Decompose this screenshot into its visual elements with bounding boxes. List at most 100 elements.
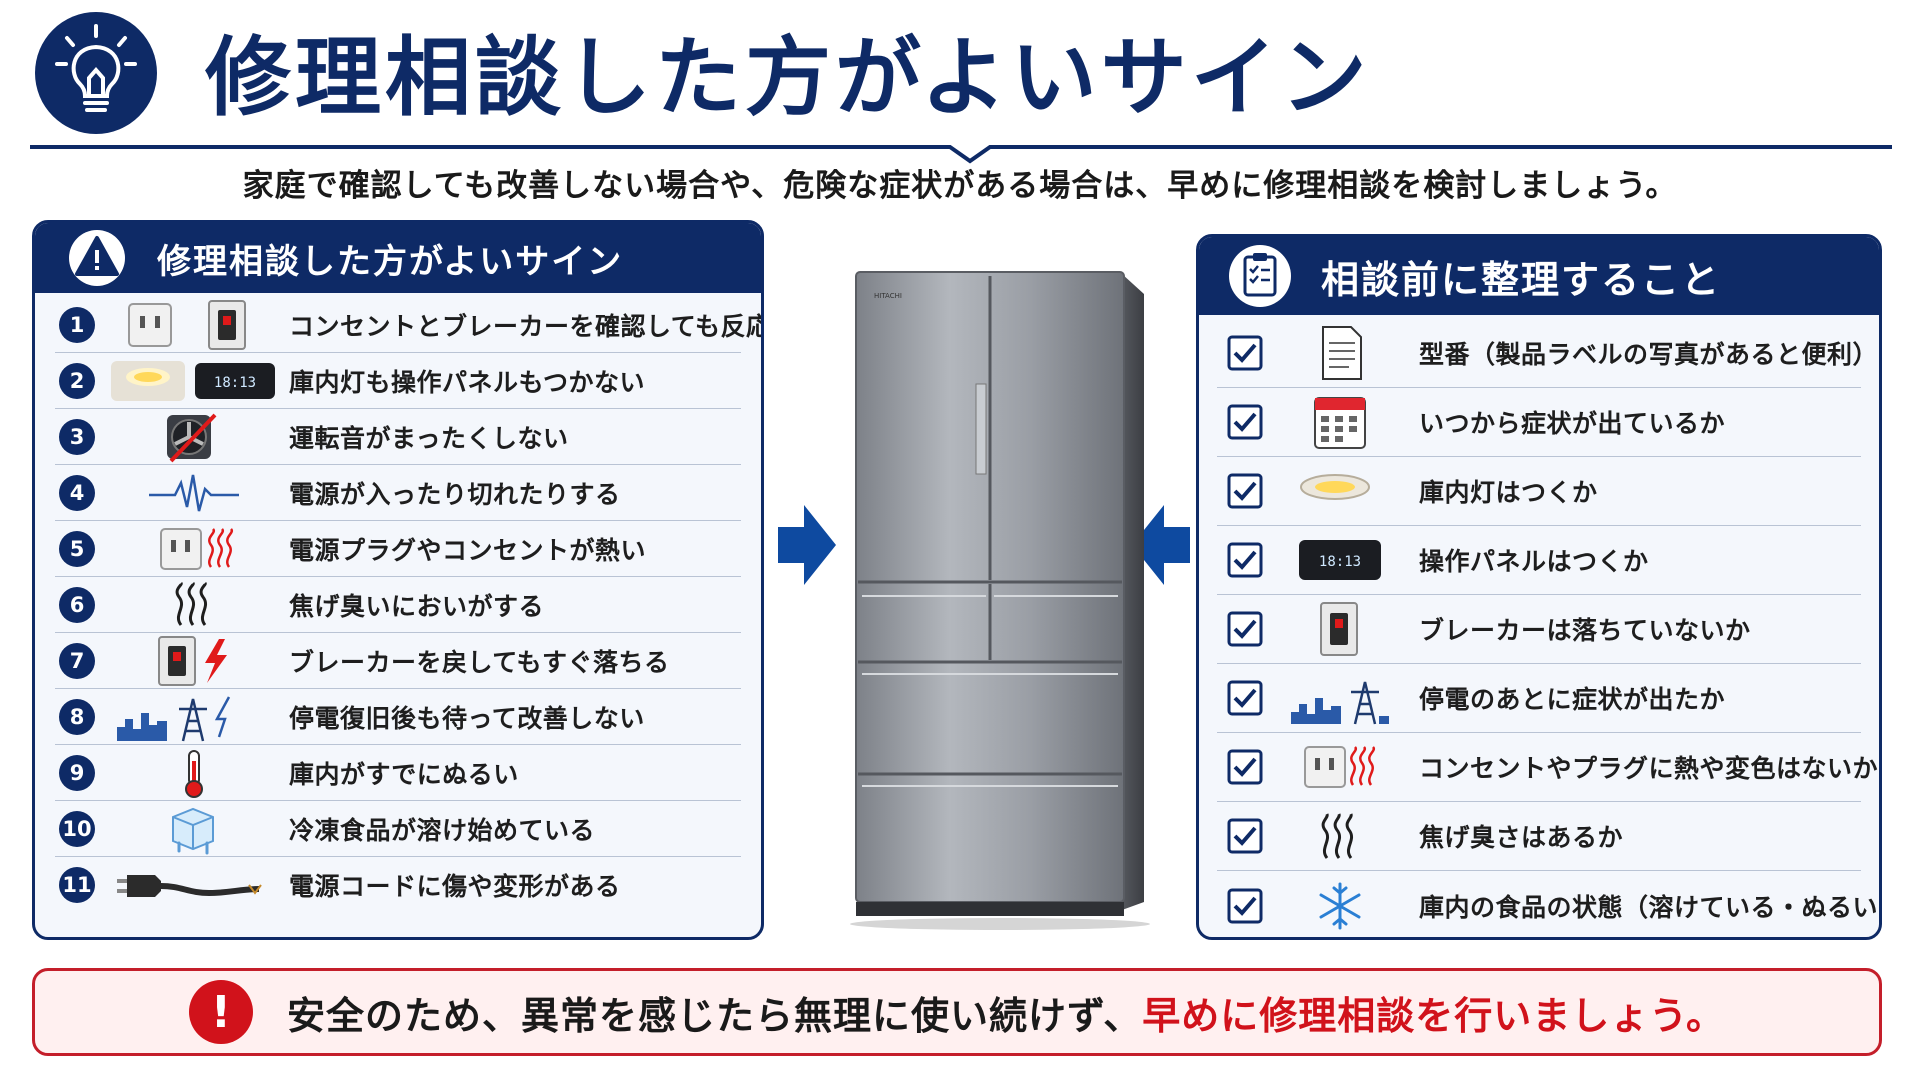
pulse-wave-icon [109, 467, 279, 519]
list-item: 5 電源プラグやコンセントが熱い [55, 521, 741, 577]
sign-text: コンセントとブレーカーを確認しても反応しない [289, 311, 764, 341]
checklist-panel: 相談前に整理すること 型番（製品ラベルの写真があると便利） [1196, 234, 1882, 940]
checklist-text: いつから症状が出ているか [1419, 409, 1726, 438]
check-icon [1227, 473, 1263, 509]
fridge-brand: HITACHI [874, 292, 902, 300]
check-icon [1227, 542, 1263, 578]
outlet-breaker-icon [109, 299, 279, 351]
list-item: 型番（製品ラベルの写真があると便利） [1217, 319, 1878, 388]
repair-signs-list: 1 コンセントとブレーカーを確認しても反応しない 2 [35, 293, 761, 913]
repair-signs-header: 修理相談した方がよいサイン [35, 223, 761, 293]
repair-signs-title: 修理相談した方がよいサイン [157, 241, 624, 282]
safety-message: 安全のため、異常を感じたら無理に使い続けず、早めに修理相談を行いましょう。 [287, 985, 1725, 1040]
sign-text: 焦げ臭いにおいがする [289, 591, 545, 621]
check-icon [1227, 335, 1263, 371]
check-icon [1227, 611, 1263, 647]
list-item: 7 ブレーカーを戻してもすぐ落ちる [55, 633, 741, 689]
control-panel-icon: 18:13 [1285, 530, 1395, 590]
snowflake-icon [1285, 876, 1395, 936]
damaged-plug-icon [109, 859, 279, 911]
check-icon [1227, 749, 1263, 785]
item-number: 10 [59, 810, 95, 847]
sign-text: 電源プラグやコンセントが熱い [289, 535, 647, 565]
light-panel-icon: 18:13 [109, 355, 279, 407]
item-number: 6 [59, 586, 95, 623]
sign-text: ブレーカーを戻してもすぐ落ちる [289, 647, 670, 677]
list-item: 庫内の食品の状態（溶けている・ぬるいなど） [1217, 871, 1879, 937]
checklist-text: 操作パネルはつくか [1419, 547, 1649, 576]
checklist-text: 庫内の食品の状態（溶けている・ぬるいなど） [1419, 892, 1879, 922]
ceiling-light-icon [1285, 461, 1395, 521]
city-tower-icon [1285, 668, 1395, 728]
fan-muted-icon [109, 411, 279, 463]
item-number: 1 [59, 306, 95, 343]
breaker-lightning-icon [109, 635, 279, 687]
sign-text: 庫内灯も操作パネルもつかない [289, 367, 646, 397]
item-number: 9 [59, 754, 95, 791]
checklist-title: 相談前に整理すること [1321, 257, 1722, 302]
breaker-icon [1285, 599, 1395, 659]
power-outage-icon [109, 691, 279, 743]
smell-icon [109, 579, 279, 631]
list-item: 11 電源コードに傷や変形がある [55, 857, 741, 913]
item-number: 5 [59, 530, 95, 567]
check-icon [1227, 818, 1263, 854]
warning-icon [69, 230, 125, 286]
header: 修理相談した方がよいサイン [30, 10, 1892, 164]
checklist-text: コンセントやプラグに熱や変色はないか [1419, 754, 1879, 783]
item-number: 3 [59, 418, 95, 455]
item-number: 4 [59, 474, 95, 511]
list-item: いつから症状が出ているか [1217, 388, 1861, 457]
list-item: 4 電源が入ったり切れたりする [55, 465, 741, 521]
check-icon [1227, 404, 1263, 440]
exclamation-icon: ! [188, 980, 253, 1044]
panel-readout: 18:13 [1319, 554, 1361, 570]
safety-banner: ! 安全のため、異常を感じたら無理に使い続けず、早めに修理相談を行いましょう。 [32, 968, 1882, 1056]
list-item: 9 庫内がすでにぬるい [55, 745, 741, 801]
sign-text: 電源が入ったり切れたりする [289, 479, 621, 509]
page-title: 修理相談した方がよいサイン [205, 28, 1371, 128]
arrow-left-icon [1132, 505, 1190, 585]
lightbulb-icon [35, 12, 157, 134]
item-number: 7 [59, 642, 95, 679]
panel-readout: 18:13 [214, 375, 256, 391]
hot-outlet-icon [109, 523, 279, 575]
checklist-text: 焦げ臭さはあるか [1419, 823, 1624, 852]
list-item: 1 コンセントとブレーカーを確認しても反応しない [55, 297, 761, 353]
sign-text: 電源コードに傷や変形がある [289, 872, 621, 901]
list-item: 18:13 操作パネルはつくか [1217, 526, 1861, 595]
sign-text: 運転音がまったくしない [289, 423, 569, 453]
document-icon [1285, 323, 1395, 383]
calendar-icon [1285, 392, 1395, 452]
safety-message-main: 安全のため、異常を感じたら無理に使い続けず、 [286, 993, 1143, 1038]
list-item: 停電のあとに症状が出たか [1217, 664, 1861, 733]
arrow-right-icon [778, 505, 836, 585]
thermometer-icon [109, 747, 279, 799]
checklist-text: ブレーカーは落ちていないか [1419, 616, 1751, 645]
list-item: 8 停電復旧後も待って改善しない [55, 689, 741, 745]
repair-signs-panel: 修理相談した方がよいサイン 1 コンセントとブレーカーを確認しても反応しない 2 [32, 220, 764, 940]
list-item: 3 運転音がまったくしない [55, 409, 741, 465]
check-icon [1227, 680, 1263, 716]
sign-text: 停電復旧後も待って改善しない [289, 703, 645, 733]
title-divider [30, 145, 1892, 164]
checklist-text: 型番（製品ラベルの写真があると便利） [1419, 340, 1879, 369]
sign-text: 庫内がすでにぬるい [289, 759, 519, 789]
melting-ice-icon [109, 803, 279, 855]
hot-outlet-icon [1285, 737, 1395, 797]
list-item: 10 冷凍食品が溶け始めている [55, 801, 741, 857]
item-number: 2 [59, 362, 95, 399]
checklist-text: 庫内灯はつくか [1419, 478, 1598, 507]
check-icon [1227, 888, 1263, 923]
clipboard-icon [1229, 245, 1291, 307]
smell-icon [1285, 806, 1395, 866]
list-item: コンセントやプラグに熱や変色はないか [1217, 733, 1878, 802]
item-number: 8 [59, 698, 95, 735]
list-item: 庫内灯はつくか [1217, 457, 1861, 526]
checklist: 型番（製品ラベルの写真があると便利） いつから症状が出ているか [1199, 315, 1879, 937]
list-item: ブレーカーは落ちていないか [1217, 595, 1861, 664]
refrigerator-image: HITACHI [850, 271, 1150, 930]
item-number: 11 [59, 867, 95, 903]
sign-text: 冷凍食品が溶け始めている [289, 815, 596, 845]
list-item: 6 焦げ臭いにおいがする [55, 577, 741, 633]
